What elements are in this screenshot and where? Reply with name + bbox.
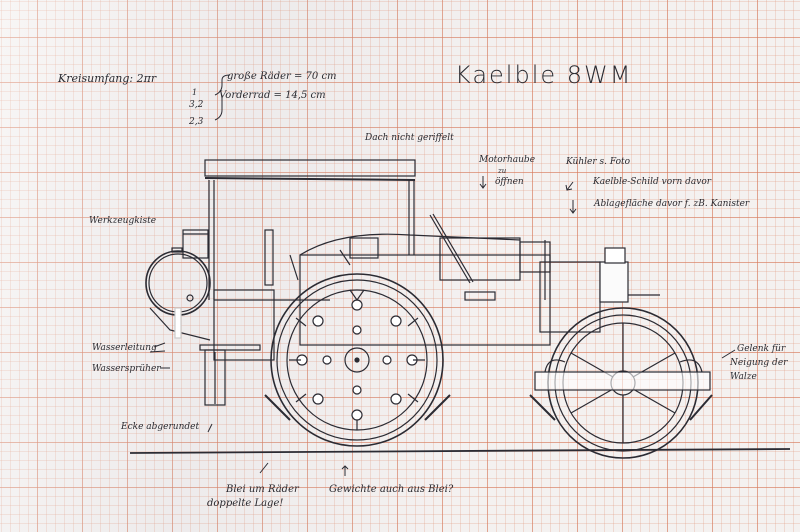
note-weights: Gewichte auch aus Blei? xyxy=(329,484,454,495)
drawing-title: Kaelble 8WM xyxy=(455,61,633,89)
note-hood-1: Motorhaube xyxy=(479,155,536,165)
rear-wheel xyxy=(264,273,451,447)
note-badge: Kaelble-Schild vorn davor xyxy=(593,177,712,187)
formula-label: Kreisumfang: 2πr xyxy=(58,72,157,85)
ratio-1: 1 xyxy=(192,88,198,97)
body xyxy=(199,213,660,406)
ratio-3: 2,3 xyxy=(189,117,204,127)
note-water-line: Wasserleitung xyxy=(92,343,157,353)
note-lead-1: Blei um Räder xyxy=(226,484,299,495)
note-hood-3: öffnen xyxy=(495,177,524,187)
note-joint-1: Gelenk für xyxy=(737,344,786,354)
ratio-2: 3,2 xyxy=(189,100,204,110)
cab-posts xyxy=(208,180,415,300)
note-shelf: Ablagefläche davor f. zB. Kanister xyxy=(594,199,750,209)
ground-line xyxy=(129,448,791,454)
note-toolbox: Werkzeugkiste xyxy=(89,216,157,226)
note-water-sprayer: Wassersprüher xyxy=(92,364,161,374)
note-roof: Dach nicht geriffelt xyxy=(365,133,454,143)
note-hood-2: zu xyxy=(498,167,507,175)
note-joint-2: Neigung der xyxy=(730,358,788,368)
note-radiator: Kühler s. Foto xyxy=(566,157,631,167)
note-corner: Ecke abgerundet xyxy=(121,422,200,432)
water-tank xyxy=(145,247,211,341)
note-joint-3: Walze xyxy=(730,372,757,382)
roof xyxy=(204,159,416,181)
toolbox xyxy=(182,229,209,259)
front-roller xyxy=(529,307,713,459)
annotation-arrows xyxy=(149,74,736,476)
note-lead-2: doppelte Lage! xyxy=(207,498,284,509)
front-wheel-size: Vorderrad = 14,5 cm xyxy=(219,90,326,101)
big-wheels-size: große Räder = 70 cm xyxy=(227,71,337,82)
